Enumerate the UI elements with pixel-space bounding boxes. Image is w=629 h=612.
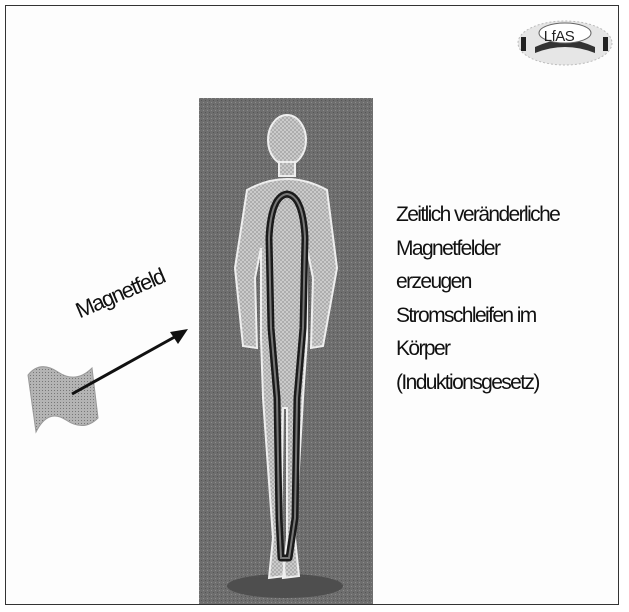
field-source-shape	[28, 367, 98, 432]
description-line-6: (Induktionsgesetz)	[396, 366, 616, 400]
description-line-3: erzeugen	[396, 265, 616, 299]
description-line-2: Magnetfelder	[396, 232, 616, 266]
description-line-5: Körper	[396, 332, 616, 366]
description-text: Zeitlich veränderliche Magnetfelder erze…	[396, 198, 616, 399]
description-line-1: Zeitlich veränderliche	[396, 198, 616, 232]
description-line-4: Stromschleifen im	[396, 299, 616, 333]
field-arrow	[72, 334, 180, 394]
